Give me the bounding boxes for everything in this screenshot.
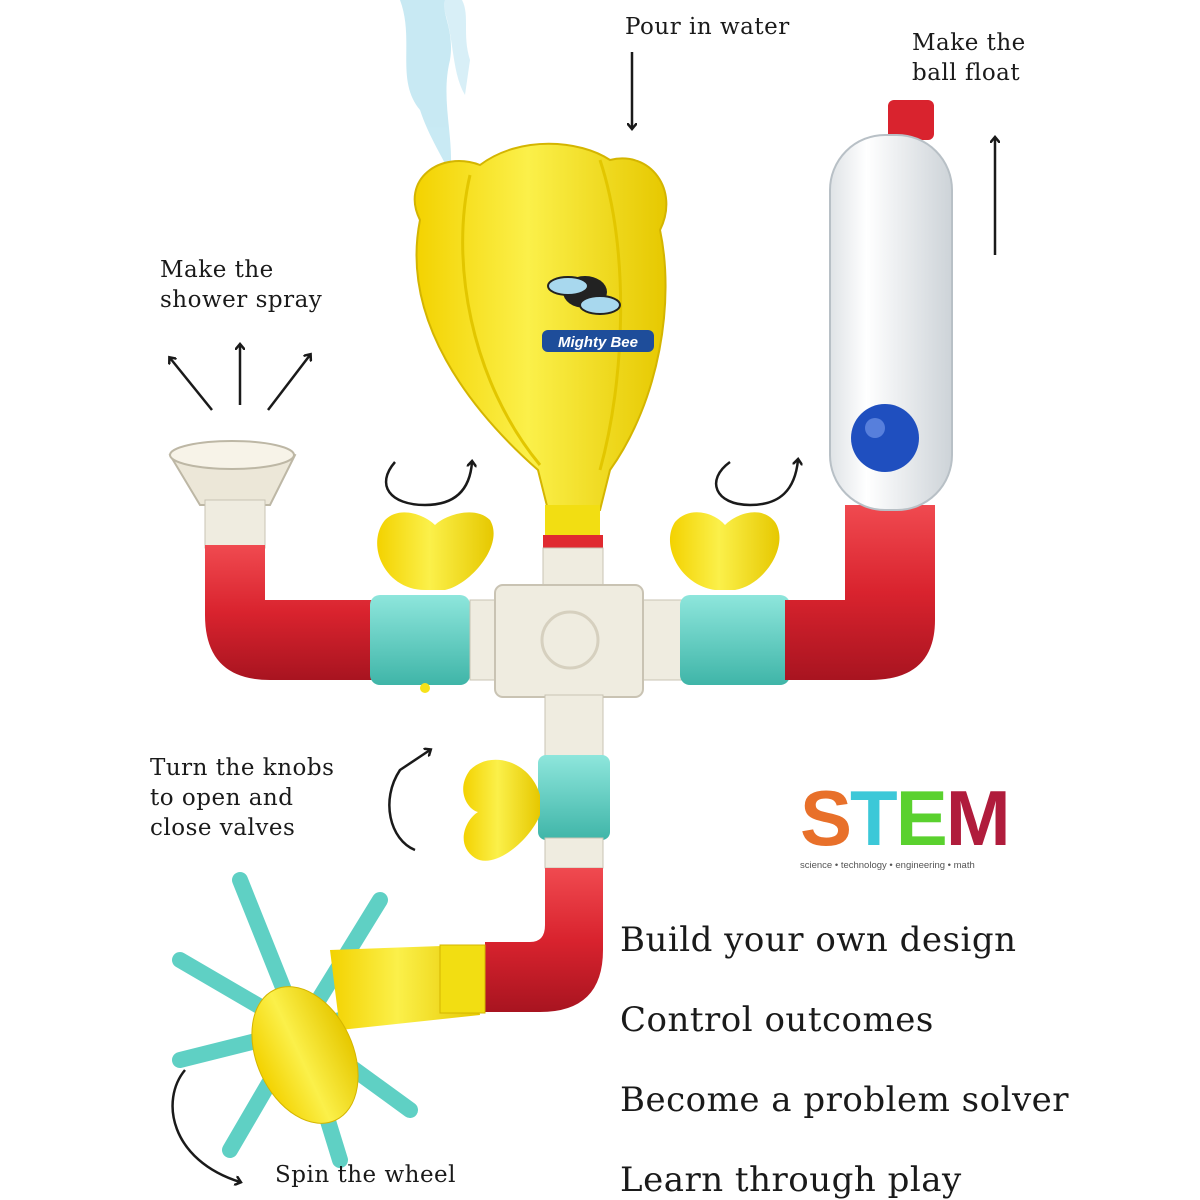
stem-letter-t: T (850, 774, 898, 862)
callout-knobs-line2: to open and (150, 785, 294, 811)
right-red-elbow (785, 505, 935, 680)
center-connector (494, 584, 644, 698)
benefit-item: Learn through play (620, 1160, 962, 1200)
float-ball (851, 404, 919, 472)
callout-knobs-line3: close valves (150, 815, 296, 841)
brand-logo-text: Mighty Bee (558, 334, 638, 351)
water-wheel (172, 872, 486, 1168)
stem-letter-s: S (800, 774, 852, 862)
callout-pour: Pour in water (625, 14, 790, 40)
benefit-item: Control outcomes (620, 1000, 934, 1040)
callout-wheel: Spin the wheel (275, 1162, 457, 1188)
water-splash (400, 0, 470, 175)
rotate-arrow-icon (384, 462, 472, 507)
mighty-bee-logo: Mighty Bee (542, 276, 654, 352)
callout-knobs-line1: Turn the knobs (150, 755, 335, 781)
lower-valve-body (538, 755, 610, 840)
callout-arrows (170, 52, 995, 1182)
ball-float-tube (829, 100, 953, 511)
stem-tagline: science • technology • engineering • mat… (800, 860, 975, 871)
arrow-up-right-icon (267, 355, 310, 411)
lower-red-elbow (485, 868, 603, 1012)
stem-letter-e: E (895, 774, 948, 862)
benefit-item: Become a problem solver (620, 1080, 1070, 1120)
rotate-arrow-icon (714, 460, 798, 507)
benefit-item: Build your own design (620, 920, 1017, 960)
callout-float-line2: ball float (912, 60, 1021, 86)
callout-shower-line2: shower spray (160, 287, 323, 313)
rotate-arrow-icon (388, 750, 430, 852)
water-cup (413, 142, 668, 589)
lower-valve-knob (463, 759, 540, 861)
stem-logo: STEM science • technology • engineering … (800, 778, 1020, 871)
left-valve-knob (377, 512, 494, 590)
left-valve-body (370, 595, 470, 685)
shower-head (168, 440, 297, 549)
left-red-elbow (205, 545, 375, 680)
right-valve-body (680, 595, 790, 685)
stem-letter-m: M (945, 774, 1011, 862)
right-valve-knob (669, 512, 780, 590)
arrow-up-left-icon (170, 358, 213, 411)
callout-shower-line1: Make the (160, 257, 274, 283)
callout-float-line1: Make the (912, 30, 1026, 56)
rotate-arrow-icon (171, 1069, 240, 1182)
